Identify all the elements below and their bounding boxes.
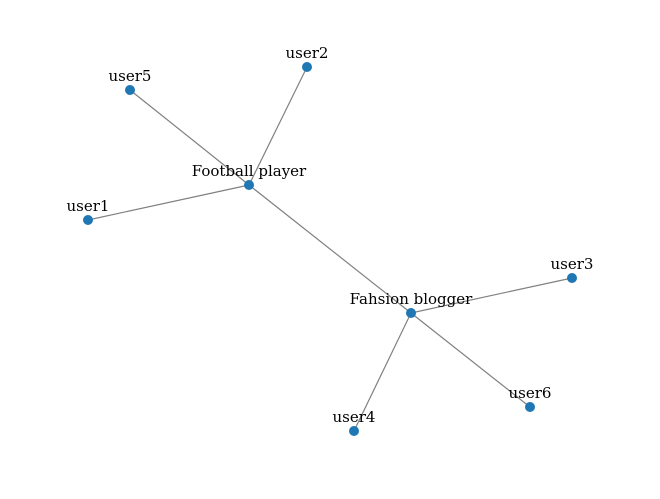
edge-football-user5 <box>129 89 250 186</box>
edge-football-user2 <box>248 66 308 186</box>
node-user1[interactable] <box>83 215 93 225</box>
node-user6[interactable] <box>525 402 535 412</box>
node-label-user6: user6 <box>509 384 552 402</box>
node-user4[interactable] <box>349 426 359 436</box>
node-user2[interactable] <box>302 62 312 72</box>
edge-fashion-user4 <box>353 312 412 432</box>
node-fashion[interactable] <box>406 308 416 318</box>
edges-layer <box>87 66 573 432</box>
node-user5[interactable] <box>125 85 135 95</box>
node-label-user3: user3 <box>551 255 594 273</box>
edge-fashion-user6 <box>410 312 531 408</box>
node-user3[interactable] <box>567 273 577 283</box>
edge-football-user1 <box>87 184 250 221</box>
nodes-layer <box>83 62 577 436</box>
node-label-user1: user1 <box>67 197 110 215</box>
node-label-fashion: Fahsion blogger <box>350 290 473 308</box>
node-label-user2: user2 <box>286 44 329 62</box>
node-label-user4: user4 <box>333 408 376 426</box>
node-football[interactable] <box>244 180 254 190</box>
edge-football-fashion <box>248 184 412 314</box>
edge-fashion-user3 <box>410 277 573 314</box>
node-label-football: Football player <box>192 162 307 180</box>
node-label-user5: user5 <box>109 67 152 85</box>
